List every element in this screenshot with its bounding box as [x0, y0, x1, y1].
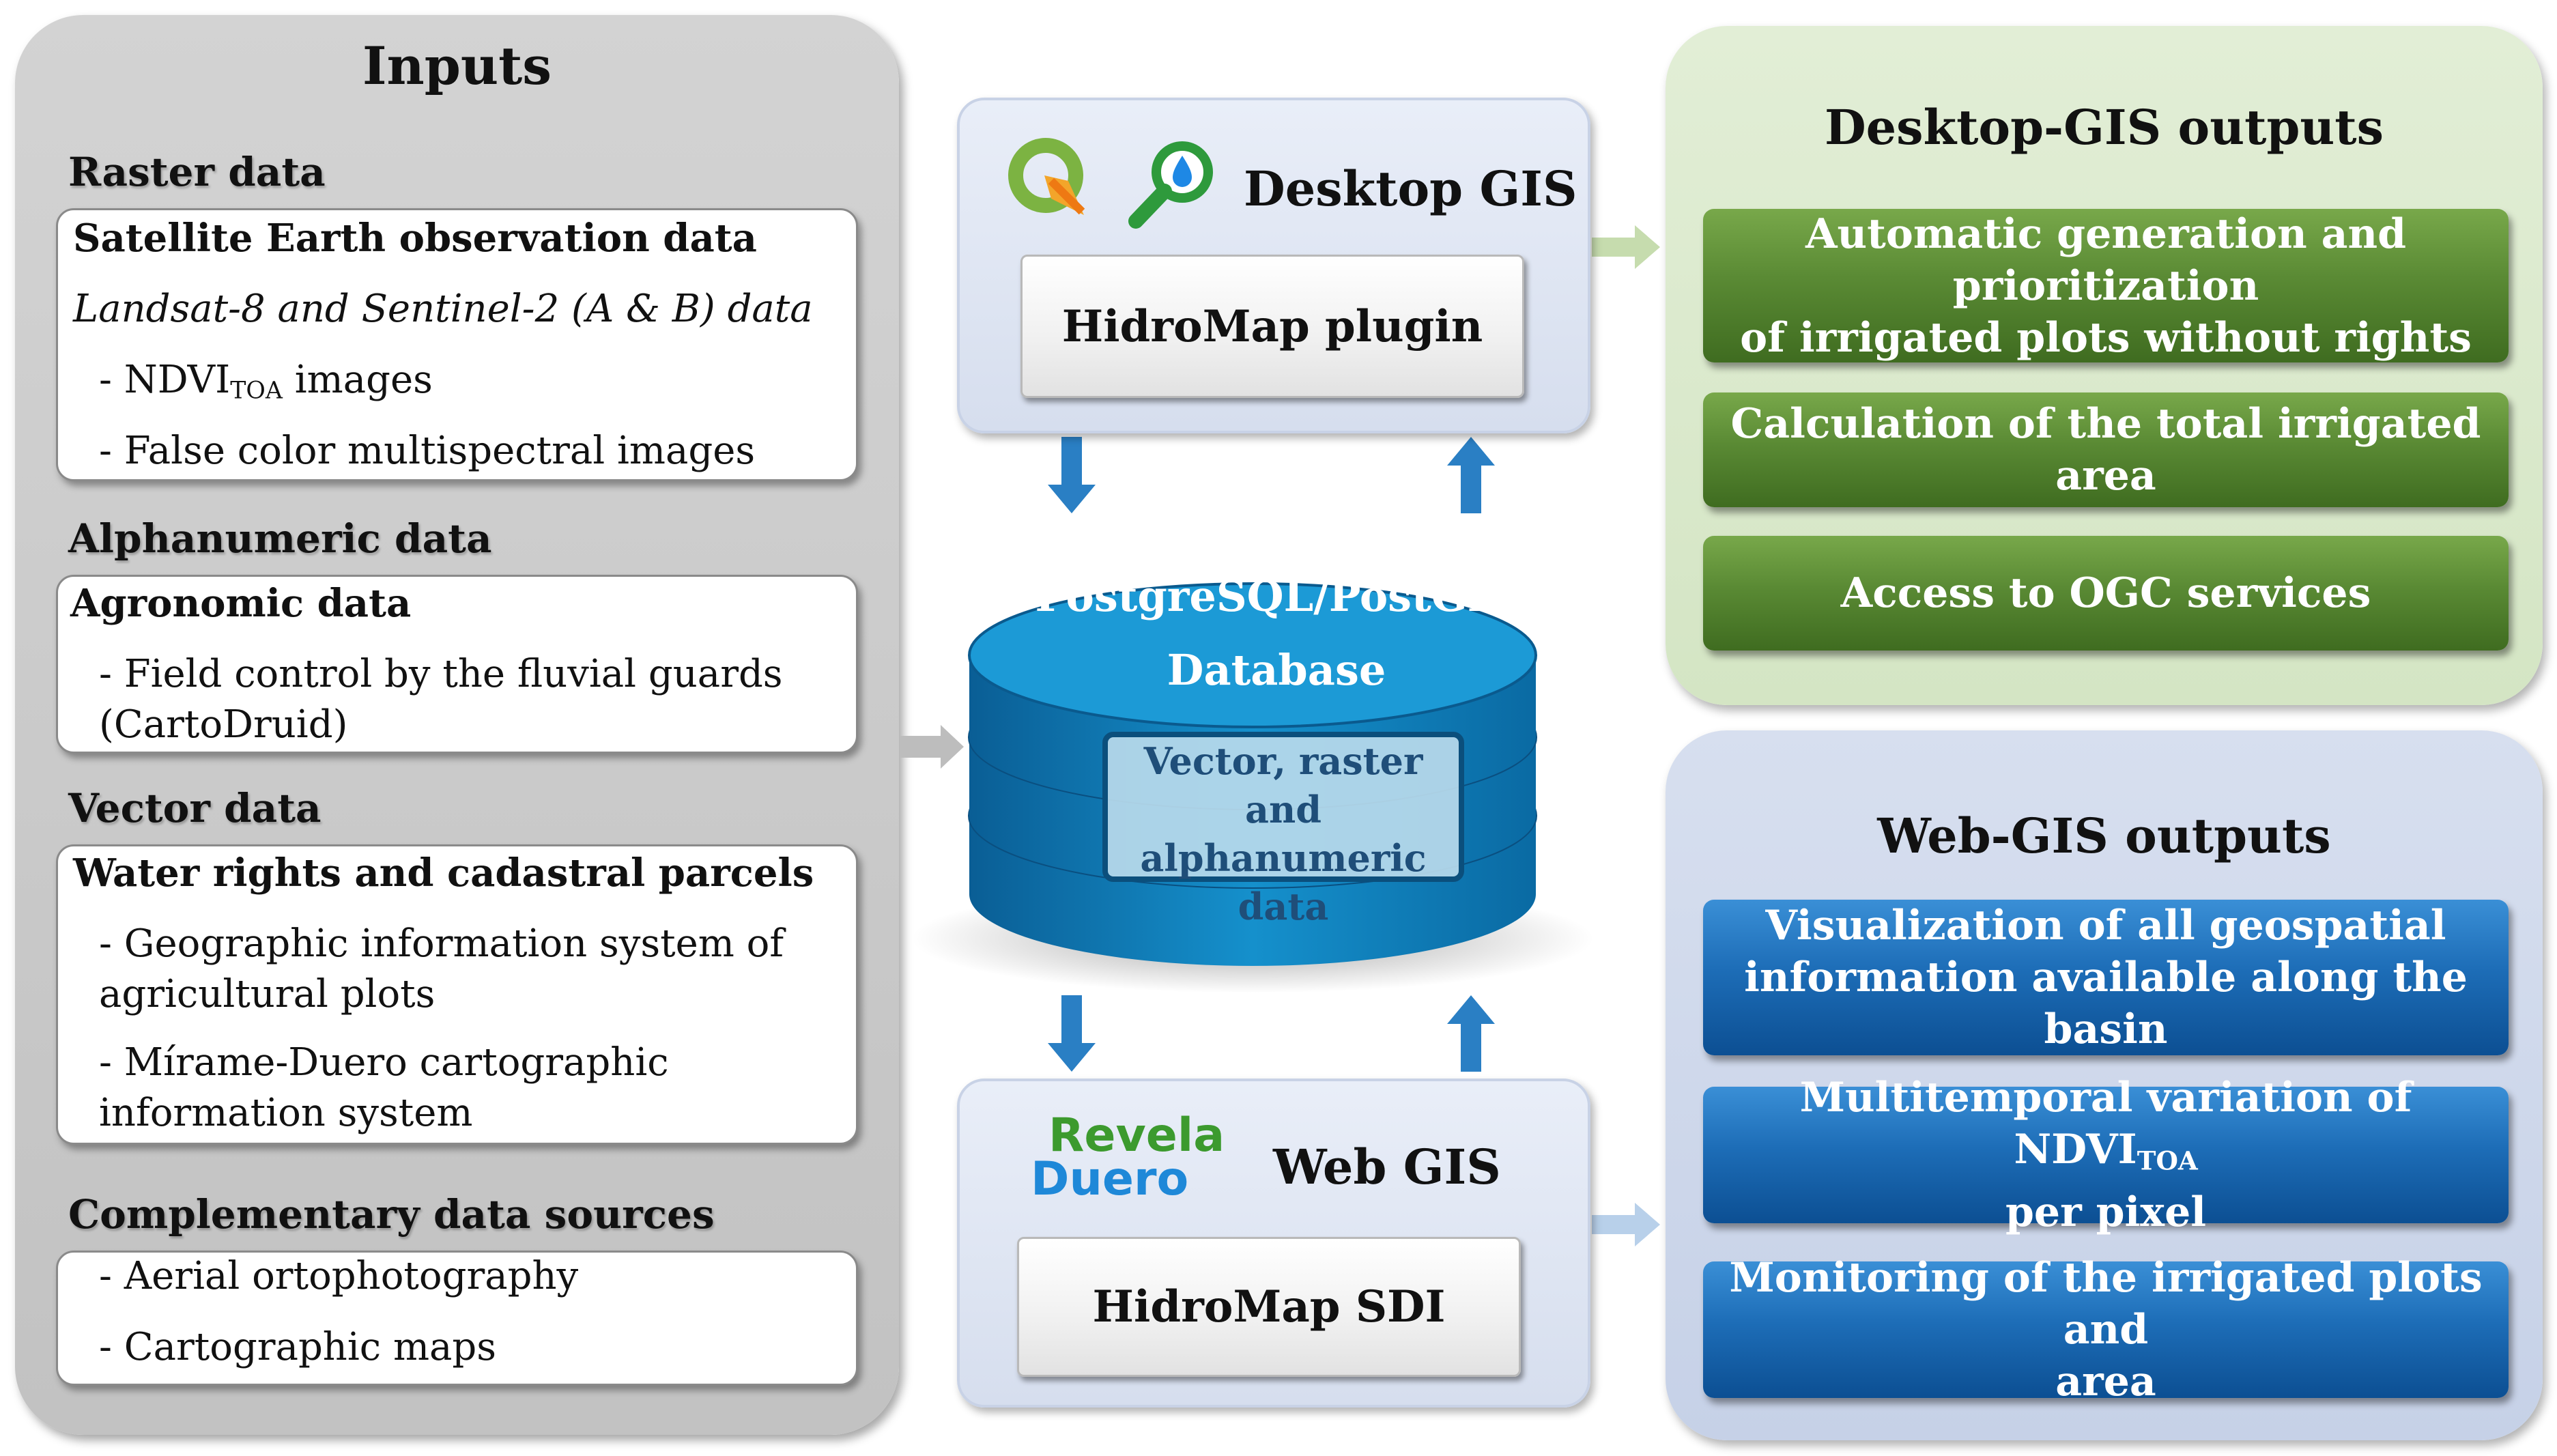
magnifier-drop-icon: [1128, 141, 1213, 229]
database-title-line1: PostgreSQL/PostGIS: [1035, 571, 1518, 621]
alphanumeric-item-field-control: - Field control by the fluvial guards (C…: [99, 652, 783, 747]
arrow-inputs-to-db: [900, 725, 964, 769]
output-total-irrigated-area[interactable]: Calculation of the total irrigated area: [1703, 392, 2509, 507]
database-content-line1: Vector, raster and: [1143, 739, 1423, 831]
complementary-data-heading: Complementary data sources: [68, 1191, 715, 1238]
arrow-desktop-down: [1048, 437, 1096, 513]
revela-duero-logo-line2: Duero: [1031, 1152, 1189, 1206]
database-content-line3: data: [1238, 885, 1329, 928]
arrow-web-down: [1048, 995, 1096, 1072]
hidromap-plugin-button[interactable]: HidroMap plugin: [1020, 255, 1524, 398]
database-content-line2: alphanumeric: [1140, 836, 1427, 880]
raster-box-title: Satellite Earth observation data: [73, 216, 757, 261]
raster-data-box: Satellite Earth observation data Landsat…: [56, 208, 858, 481]
raster-item-false-color: - False color multispectral images: [99, 429, 756, 473]
desktop-gis-label: Desktop GIS: [1244, 160, 1577, 217]
raster-box-subtitle: Landsat-8 and Sentinel-2 (A & B) data: [73, 287, 813, 331]
complementary-item-maps: - Cartographic maps: [99, 1325, 497, 1369]
vector-data-heading: Vector data: [68, 785, 322, 831]
inputs-title: Inputs: [362, 35, 552, 96]
output-monitoring-plots[interactable]: Monitoring of the irrigated plots and ar…: [1703, 1254, 2509, 1405]
desktop-outputs-title: Desktop-GIS outputs: [1824, 99, 2384, 156]
vector-item-gis-plots: - Geographic information system of agric…: [99, 922, 784, 1016]
complementary-item-aerial: - Aerial ortophotography: [99, 1254, 579, 1298]
output-visualization[interactable]: Visualization of all geospatial informat…: [1703, 900, 2509, 1055]
arrow-desktop-up: [1447, 437, 1495, 513]
output-multitemporal-ndvi-line1: Multitemporal variation of NDVITOA: [1799, 1073, 2412, 1176]
raster-item-ndvi: - NDVITOA images: [99, 358, 433, 405]
hidromap-sdi-button[interactable]: HidroMap SDI: [1017, 1237, 1521, 1377]
revela-duero-logo-line1: Revela: [1048, 1109, 1225, 1162]
alphanumeric-data-box: Agronomic data - Field control by the fl…: [56, 575, 858, 754]
vector-item-mirame-duero: - Mírame-Duero cartographic information …: [99, 1040, 669, 1135]
alphanumeric-data-heading: Alphanumeric data: [68, 515, 492, 562]
output-multitemporal-ndvi[interactable]: Multitemporal variation of NDVITOA per p…: [1703, 1074, 2509, 1236]
database-title: PostgreSQL/PostGIS Database: [973, 560, 1580, 707]
web-gis-label: Web GIS: [1273, 1139, 1501, 1195]
vector-data-box: Water rights and cadastral parcels - Geo…: [56, 844, 858, 1145]
database-title-line2: Database: [1167, 645, 1386, 695]
db-top-ellipse: [968, 582, 1537, 728]
vector-box-title: Water rights and cadastral parcels: [73, 851, 814, 896]
output-automatic-generation[interactable]: Automatic generation and prioritization …: [1703, 209, 2509, 362]
qgis-logo-icon: [1008, 138, 1085, 215]
complementary-data-box: - Aerial ortophotography - Cartographic …: [56, 1251, 858, 1386]
arrow-desktop-to-outputs: [1592, 225, 1660, 269]
output-ogc-services[interactable]: Access to OGC services: [1703, 536, 2509, 651]
database-content-box: Vector, raster and alphanumeric data: [1102, 732, 1464, 928]
arrow-web-to-outputs: [1592, 1203, 1660, 1246]
alphanumeric-box-title: Agronomic data: [70, 581, 412, 626]
output-multitemporal-ndvi-line2: per pixel: [2005, 1188, 2207, 1237]
raster-data-heading: Raster data: [68, 149, 326, 195]
revela-duero-logo: Revela Duero: [1031, 1109, 1225, 1223]
arrow-web-up: [1447, 995, 1495, 1072]
web-outputs-title: Web-GIS outputs: [1877, 808, 2331, 864]
